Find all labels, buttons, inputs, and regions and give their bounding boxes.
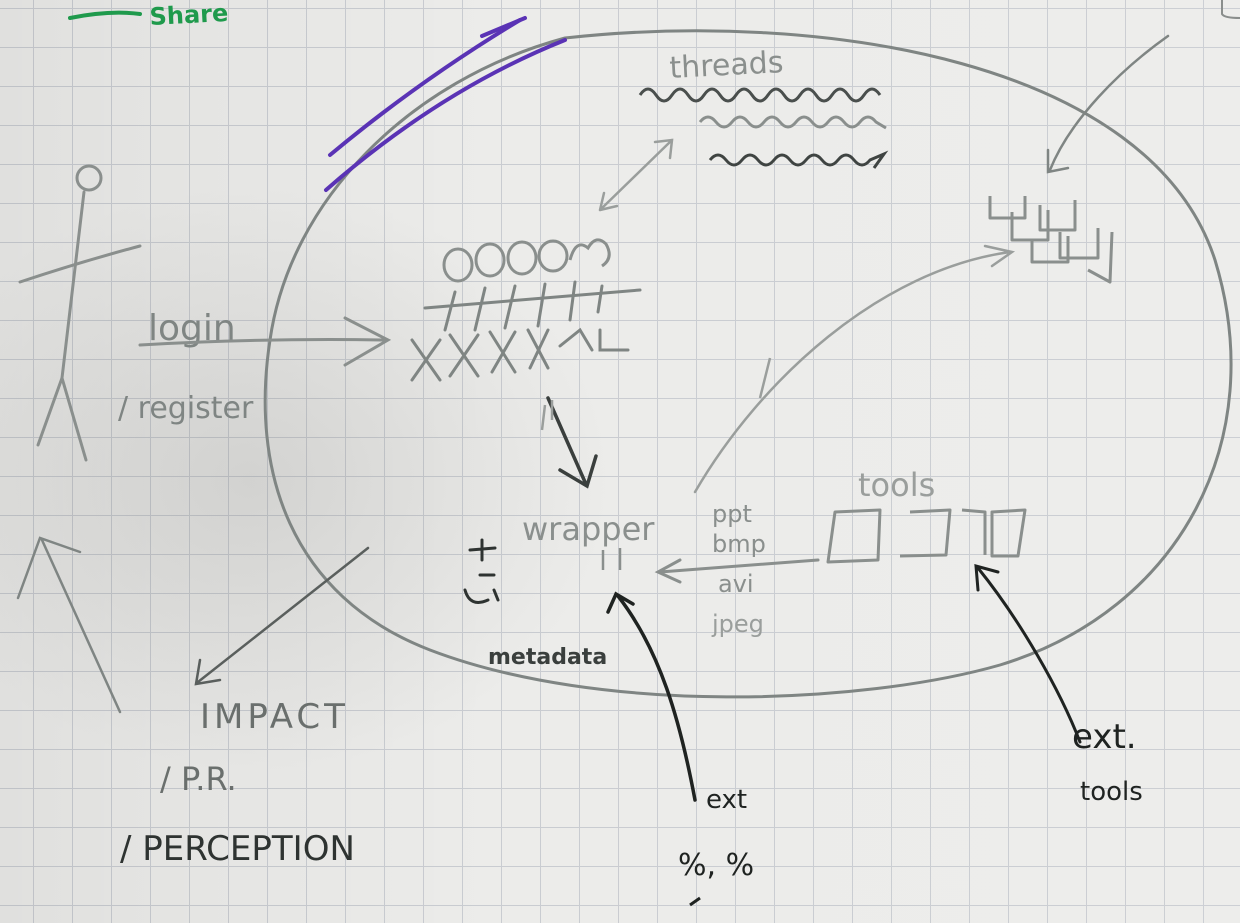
percent-underline: [689, 896, 701, 907]
login-arrow: [138, 316, 392, 367]
process-cross-row: [423, 280, 642, 332]
process-to-wrapper-arrow: [546, 396, 598, 489]
thread-line-1: [638, 87, 882, 103]
process-crosses: [410, 280, 642, 382]
user-legs: [36, 376, 88, 462]
tool-box: [826, 508, 882, 564]
tool-boxes: [826, 508, 1027, 564]
process-circles: [442, 238, 611, 283]
perception-label: / PERCEPTION: [120, 829, 355, 869]
stack-arrow: [1046, 34, 1170, 174]
process-down-tick: [540, 400, 554, 431]
thread-line-2: [698, 115, 887, 130]
process-circle: [442, 247, 474, 283]
tools-label: tools: [858, 466, 935, 504]
queue-stack-icon: [988, 196, 1114, 284]
percent-label: %, %: [678, 848, 754, 883]
system-boundary-ellipse: [263, 29, 1233, 699]
wrapper-label: wrapper: [522, 510, 655, 548]
ext-input-arrow: [606, 591, 697, 802]
threads-process-arrow: [598, 138, 674, 212]
process-x-row: [410, 327, 630, 382]
process-circle: [474, 242, 506, 278]
header-note-text: Share: [149, 0, 229, 31]
ext-tools-label: tools: [1080, 777, 1143, 807]
format-ppt: ppt: [712, 500, 752, 528]
purple-stroke-1: [328, 18, 522, 157]
purple-stroke-2: [324, 38, 567, 192]
user-head: [75, 164, 103, 192]
ext-input-label: ext: [706, 785, 747, 815]
user-stick-figure: [18, 164, 142, 462]
tools-feedback-curve: [693, 244, 1016, 494]
user-arms: [18, 244, 142, 284]
user-feedback-arrow: [16, 536, 122, 714]
format-jpeg: jpeg: [711, 610, 764, 638]
tools-to-wrapper-arrow: [654, 558, 820, 584]
register-label: / register: [118, 391, 254, 426]
process-arc: [568, 238, 611, 268]
pr-label: / P.R.: [160, 760, 237, 798]
impact-arrow: [194, 546, 370, 686]
process-circle: [506, 240, 538, 276]
impact-label: IMPACT: [200, 697, 349, 737]
paper-corner-mark: [1221, 0, 1240, 19]
tool-box: [961, 508, 987, 555]
tool-box: [990, 508, 1027, 558]
format-bmp: bmp: [712, 530, 766, 558]
wrapper-ticks: [601, 548, 622, 570]
user-body: [60, 190, 86, 380]
purple-stroke-3: [480, 16, 527, 38]
tool-box: [899, 508, 952, 558]
ext-tools-arrow: [974, 563, 1082, 744]
tools-curve-tick: [758, 357, 772, 399]
ext-label: ext.: [1072, 717, 1137, 757]
header-note-scribble: [68, 10, 142, 20]
format-avi: avi: [718, 570, 754, 598]
wrapper-glyph-icon: [463, 538, 500, 604]
thread-line-3: [708, 150, 889, 169]
threads-label: threads: [669, 45, 785, 86]
process-circle: [537, 239, 569, 273]
metadata-label: metadata: [488, 645, 607, 670]
